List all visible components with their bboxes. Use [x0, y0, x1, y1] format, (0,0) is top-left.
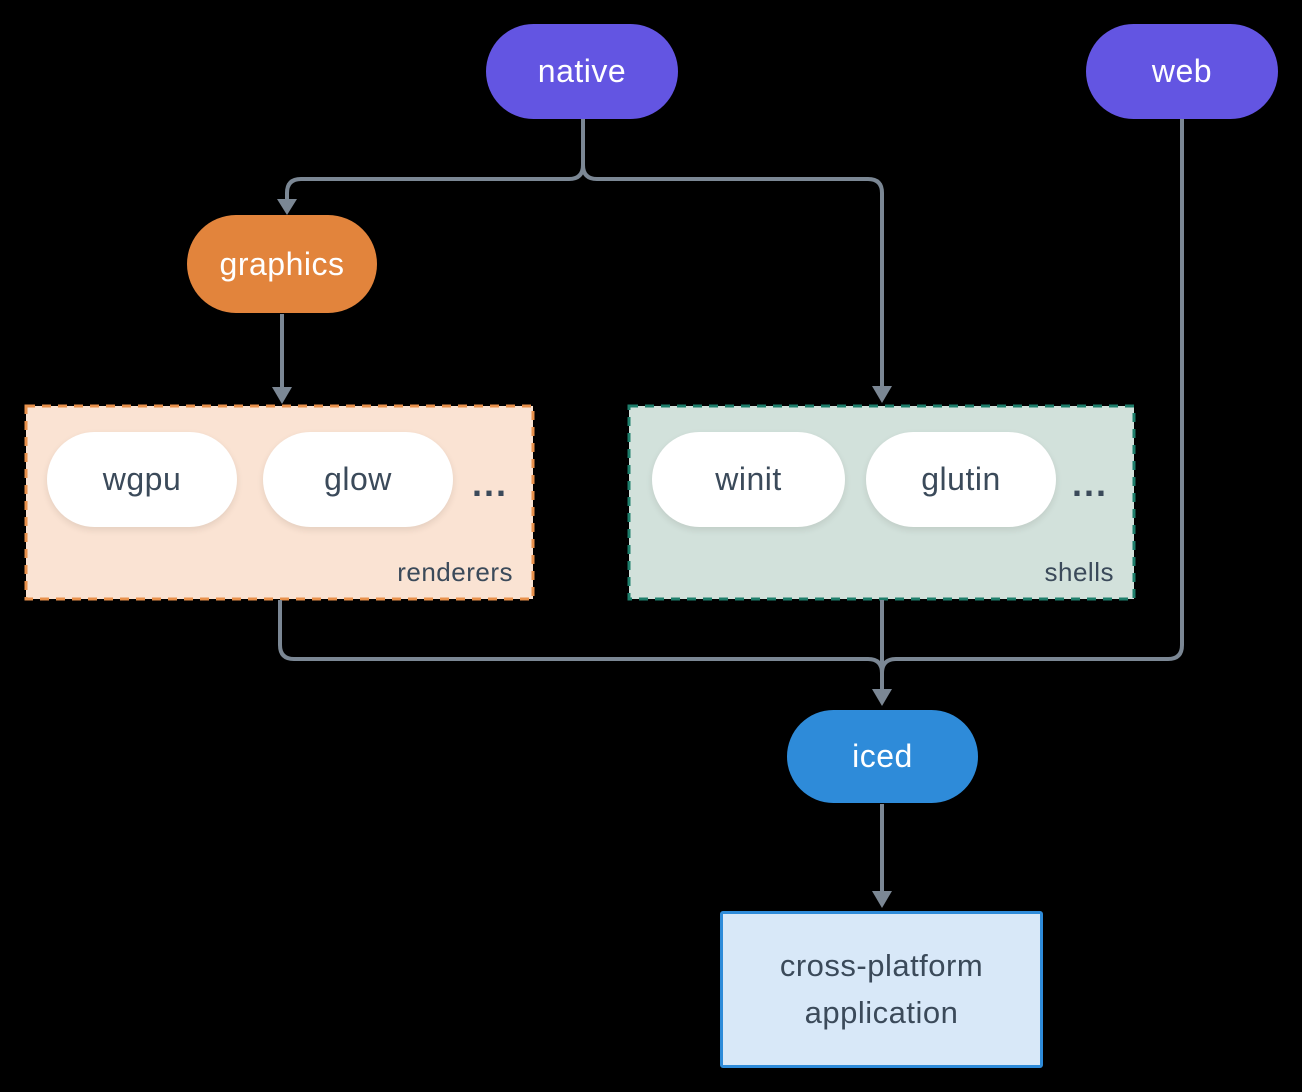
node-winit-label: winit: [715, 461, 782, 497]
node-web: web: [1086, 24, 1278, 119]
node-glutin-label: glutin: [921, 461, 1001, 497]
app-box: cross-platform application: [720, 911, 1043, 1068]
node-iced: iced: [787, 710, 978, 803]
arrowhead-into-iced: [872, 689, 892, 706]
node-native-label: native: [537, 53, 627, 89]
node-glow: glow: [263, 432, 453, 527]
node-iced-label: iced: [852, 738, 913, 774]
node-wgpu: wgpu: [47, 432, 237, 527]
group-shells-label: shells: [1044, 557, 1114, 587]
arrowhead-into-graphics: [277, 199, 297, 215]
node-native: native: [486, 24, 678, 119]
arrowhead-into-app: [872, 891, 892, 908]
connector-native-to-shells: [581, 119, 884, 388]
node-graphics: graphics: [187, 215, 377, 313]
renderers-ellipsis: ...: [471, 462, 508, 504]
node-glow-label: glow: [324, 461, 392, 497]
node-glutin: glutin: [866, 432, 1056, 527]
app-label-line2: application: [804, 994, 959, 1030]
node-graphics-label: graphics: [219, 245, 345, 282]
connector-renderers-to-merge: [278, 600, 884, 674]
app-label-line1: cross-platform: [779, 948, 984, 983]
node-wgpu-label: wgpu: [102, 461, 182, 497]
shells-ellipsis: ...: [1071, 462, 1108, 504]
group-renderers-label: renderers: [397, 557, 513, 587]
connector-native-to-graphics: [285, 119, 585, 201]
node-web-label: web: [1151, 53, 1213, 89]
arrowhead-into-shells: [872, 386, 892, 403]
node-winit: winit: [652, 432, 845, 527]
arrowhead-into-renderers: [272, 387, 292, 404]
